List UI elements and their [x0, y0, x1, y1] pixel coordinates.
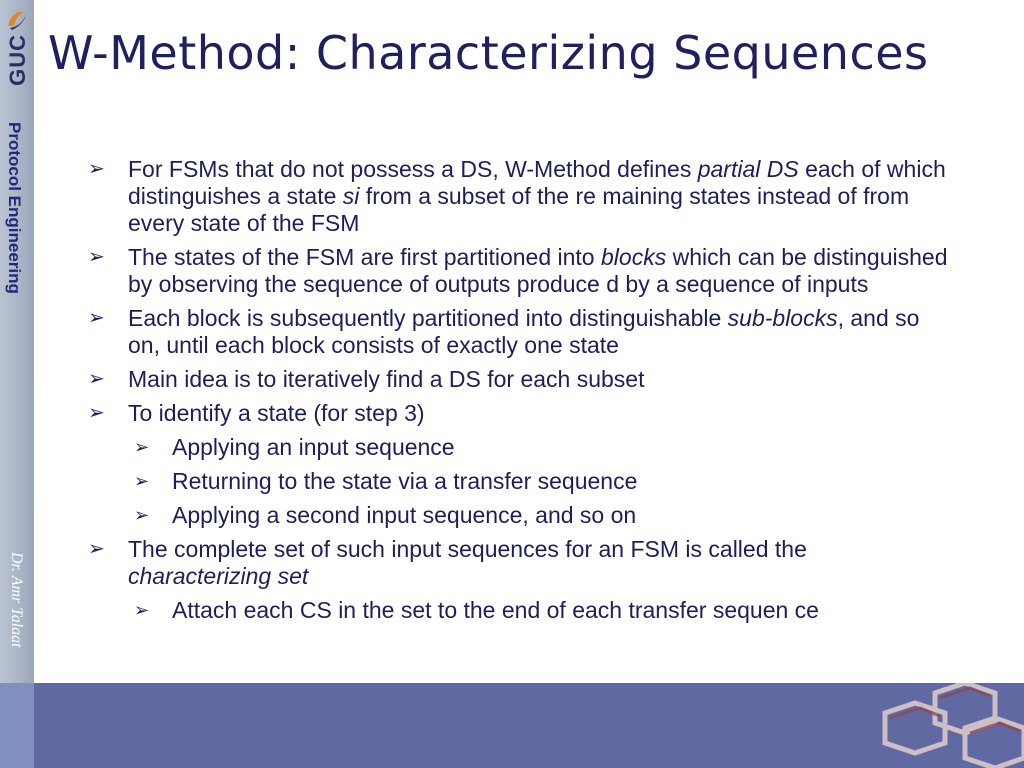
- bullet-text: For FSMs that do not possess a DS, W-Met…: [128, 156, 698, 182]
- slide-title: W-Method: Characterizing Sequences: [48, 26, 929, 80]
- sub-bullet-item: ➢ Applying an input sequence: [134, 434, 948, 461]
- bullet-text: each of which distinguishes a state: [128, 156, 946, 209]
- author-name: Dr. Amr Talaat: [8, 552, 25, 648]
- bullet-item: ➢ The complete set of such input sequenc…: [88, 536, 948, 590]
- bullet-emphasis: characterizing set: [128, 563, 309, 589]
- bullet-text: which can be distinguished by observing …: [128, 244, 948, 297]
- bullet-arrow-icon: ➢: [134, 505, 150, 525]
- bullet-arrow-icon: ➢: [134, 437, 150, 457]
- bullet-text: Attach each CS in the set to the end of …: [172, 597, 819, 623]
- bullet-emphasis: partial DS: [697, 156, 799, 182]
- bullet-arrow-icon: ➢: [134, 600, 150, 620]
- decorative-mesh-icon: [882, 683, 1024, 768]
- bullet-text: Main idea is to iteratively find a DS fo…: [128, 366, 645, 392]
- guc-logo: GUC: [2, 4, 32, 86]
- bullet-text: Applying an input sequence: [172, 434, 455, 460]
- bullet-arrow-icon: ➢: [88, 538, 105, 560]
- bullet-text: To identify a state (for step 3): [128, 400, 425, 426]
- footer-left-block: [0, 683, 34, 768]
- bullet-arrow-icon: ➢: [88, 402, 105, 424]
- bullet-emphasis: sub-blocks: [727, 305, 838, 331]
- bullet-item: ➢ For FSMs that do not possess a DS, W-M…: [88, 156, 948, 237]
- bullet-emphasis: si: [342, 183, 360, 209]
- bullet-item: ➢ To identify a state (for step 3): [88, 400, 948, 427]
- bullet-text: Each block is subsequently partitioned i…: [128, 305, 728, 331]
- bullet-arrow-icon: ➢: [88, 246, 105, 268]
- sidebar: GUC Protocol Engineering Dr. Amr Talaat: [0, 0, 34, 683]
- logo-text: GUC: [5, 34, 30, 86]
- sub-bullet-item: ➢ Attach each CS in the set to the end o…: [134, 597, 948, 624]
- bullet-arrow-icon: ➢: [134, 471, 150, 491]
- bullet-arrow-icon: ➢: [88, 307, 105, 329]
- bullet-item: ➢ Each block is subsequently partitioned…: [88, 305, 948, 359]
- bullet-text: The complete set of such input sequences…: [128, 536, 807, 562]
- bullet-arrow-icon: ➢: [88, 158, 105, 180]
- bullet-text: The states of the FSM are first partitio…: [128, 244, 601, 270]
- bullet-emphasis: blocks: [601, 244, 667, 270]
- bullet-text: from a subset of the re maining states i…: [128, 183, 910, 236]
- bullet-text: Applying a second input sequence, and so…: [172, 502, 637, 528]
- bullet-text: , and so on, until each block consists o…: [128, 305, 920, 358]
- bullet-arrow-icon: ➢: [88, 368, 105, 390]
- logo-swirl-icon: [8, 11, 26, 30]
- footer-band: [0, 683, 1024, 768]
- course-title: Protocol Engineering: [5, 122, 24, 294]
- sub-bullet-item: ➢ Applying a second input sequence, and …: [134, 502, 948, 529]
- bullet-text: Returning to the state via a transfer se…: [172, 468, 638, 494]
- slide-content: ➢ For FSMs that do not possess a DS, W-M…: [88, 156, 948, 631]
- bullet-item: ➢ Main idea is to iteratively find a DS …: [88, 366, 948, 393]
- sub-bullet-item: ➢ Returning to the state via a transfer …: [134, 468, 948, 495]
- bullet-item: ➢ The states of the FSM are first partit…: [88, 244, 948, 298]
